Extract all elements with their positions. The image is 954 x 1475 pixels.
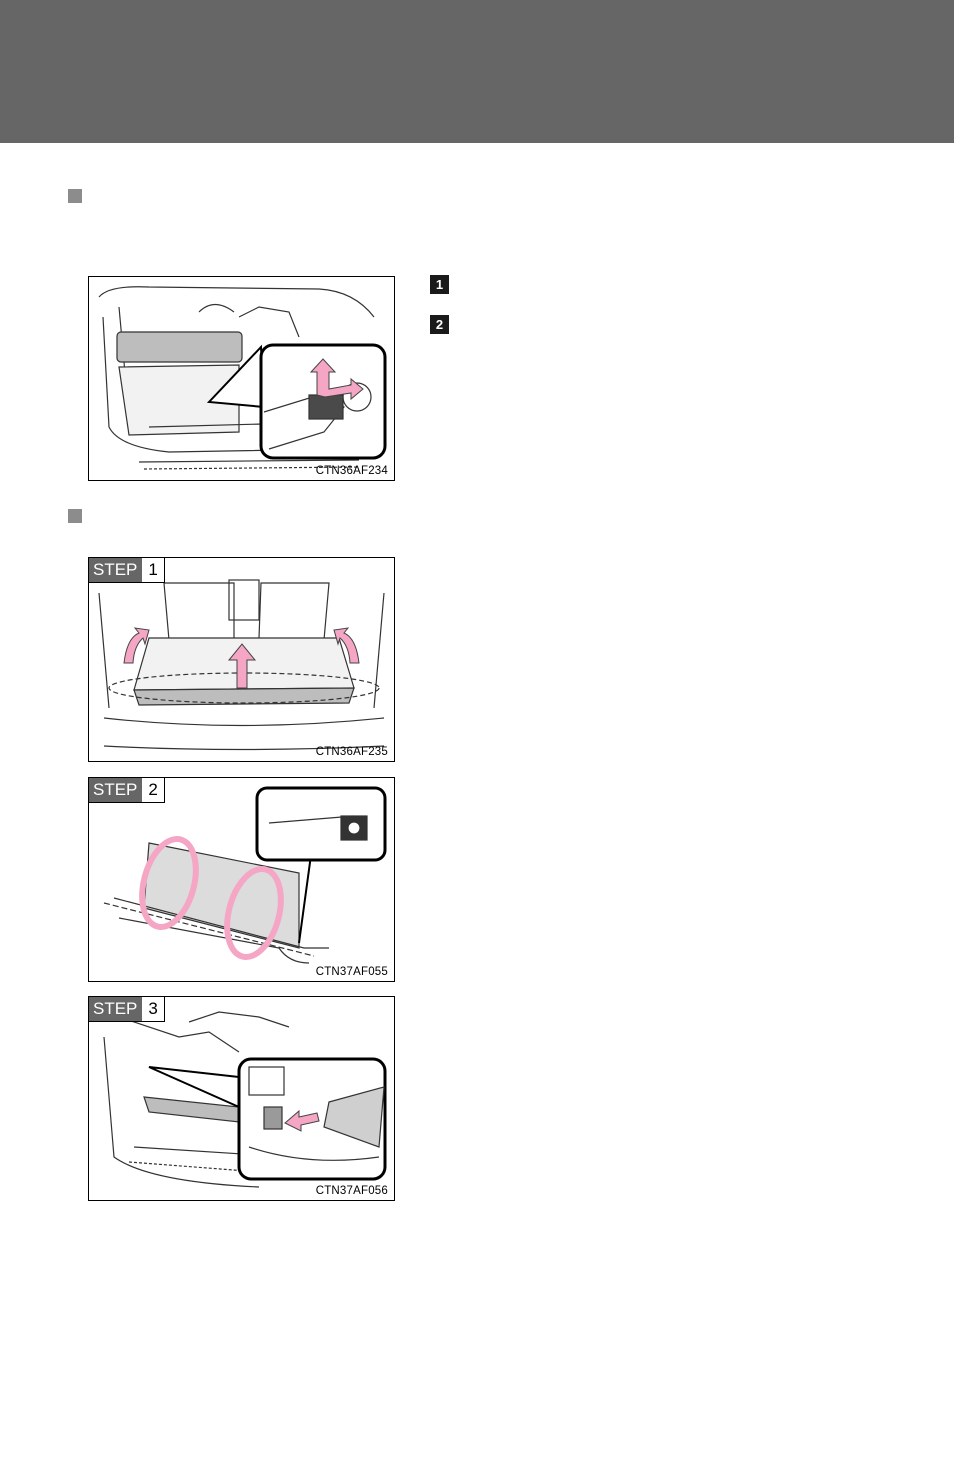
figure-step-3: STEP 3 CTN37AF056 [88,996,395,1201]
step-number: 3 [148,999,158,1018]
folding-cover-illustration [103,786,387,964]
cargo-floor-illustration [98,579,385,751]
figure-code: CTN36AF234 [315,465,388,477]
step-badge-1: 1 [430,275,449,294]
step-word: STEP [89,997,143,1021]
step-tag: STEP 3 [89,997,165,1022]
figure-code: CTN37AF055 [315,966,388,978]
cargo-area-illustration [98,286,387,470]
figure-step-1: STEP 1 CTN36AF235 [88,557,395,762]
step-number: 2 [148,780,158,799]
step-badge-2: 2 [430,315,449,334]
header-band [0,0,954,143]
step-number: 1 [148,560,158,579]
step-word: STEP [89,558,143,582]
figure-code: CTN36AF235 [315,746,388,758]
step-tag: STEP 2 [89,778,165,803]
stowed-cover-illustration [103,1011,387,1188]
figure-code: CTN37AF056 [315,1185,388,1197]
step-tag: STEP 1 [89,558,165,583]
figure-step-2: STEP 2 CTN37AF055 [88,777,395,982]
figure-cover-removal: CTN36AF234 [88,276,395,481]
section-marker-removing [68,189,82,203]
step-word: STEP [89,778,143,802]
section-marker-storing [68,509,82,523]
